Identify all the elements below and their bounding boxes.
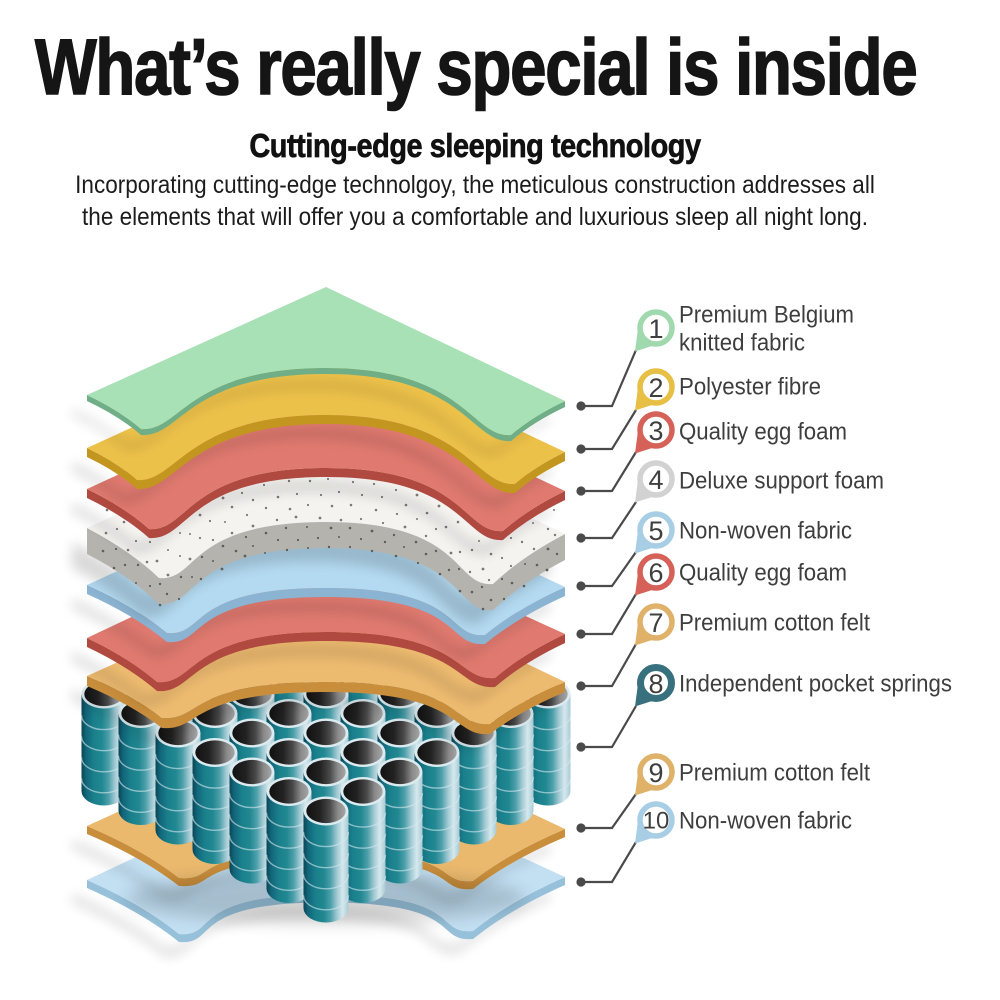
svg-text:7: 7 [648, 608, 663, 638]
svg-text:Quality egg foam: Quality egg foam [679, 560, 847, 587]
svg-text:2: 2 [648, 373, 663, 403]
svg-text:4: 4 [648, 465, 663, 495]
svg-text:5: 5 [648, 516, 663, 546]
svg-text:Deluxe support foam: Deluxe support foam [679, 468, 884, 495]
svg-text:8: 8 [648, 669, 663, 699]
svg-text:Premium cotton felt: Premium cotton felt [679, 760, 870, 787]
svg-text:Premium Belgium: Premium Belgium [679, 302, 854, 329]
svg-text:9: 9 [648, 758, 663, 788]
svg-text:Non-woven fabric: Non-woven fabric [679, 808, 852, 835]
svg-text:knitted fabric: knitted fabric [679, 330, 805, 357]
svg-text:6: 6 [648, 558, 663, 588]
svg-text:Polyester fibre: Polyester fibre [679, 374, 821, 401]
svg-text:Non-woven fabric: Non-woven fabric [679, 518, 852, 545]
svg-text:3: 3 [648, 416, 663, 446]
svg-text:1: 1 [648, 314, 663, 344]
svg-text:Quality egg foam: Quality egg foam [679, 419, 847, 446]
svg-text:Independent pocket springs: Independent pocket springs [679, 671, 952, 698]
svg-text:10: 10 [643, 808, 670, 835]
svg-text:Premium cotton felt: Premium cotton felt [679, 610, 870, 637]
